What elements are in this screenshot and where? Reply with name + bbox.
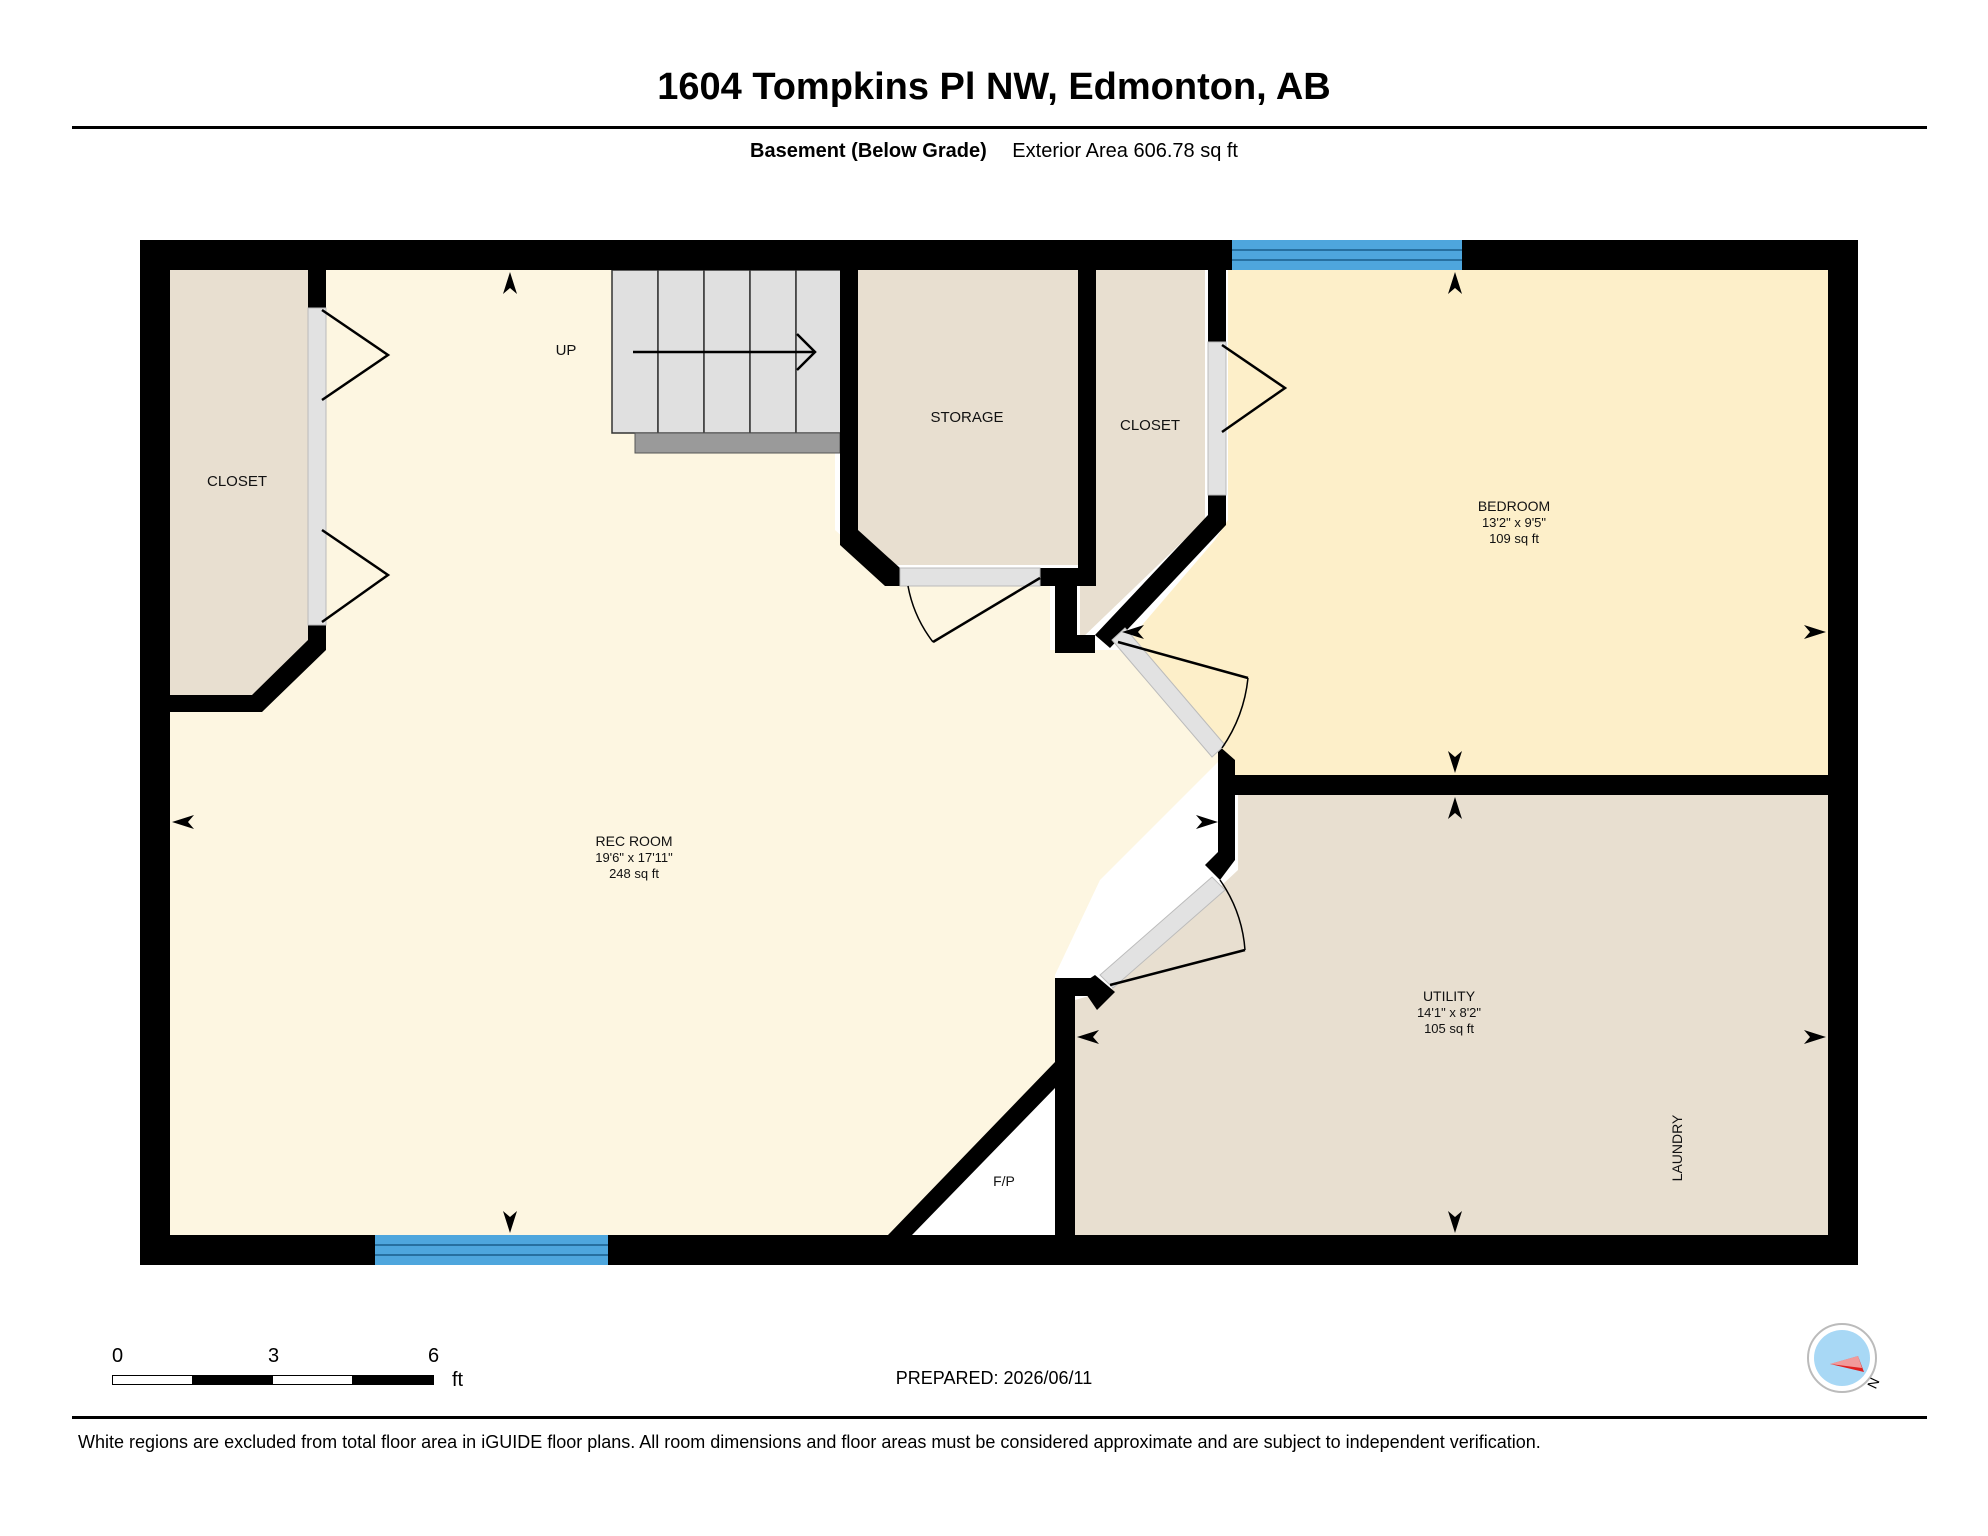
footer-rule <box>72 1416 1927 1419</box>
room-name-rec-room: REC ROOM <box>596 833 673 849</box>
wall-bedroom-utility <box>1225 775 1828 795</box>
scale-unit: ft <box>452 1369 464 1391</box>
window-top <box>1232 240 1462 270</box>
laundry-label: LAUNDRY <box>1669 1114 1685 1181</box>
utility-door-opening <box>1099 876 1226 989</box>
stairs <box>611 269 843 454</box>
page-title: 1604 Tompkins Pl NW, Edmonton, AB <box>657 66 1331 108</box>
mid-closet-door-track <box>1207 341 1227 496</box>
windows <box>375 240 1462 1265</box>
wall-outer-top <box>140 240 1858 270</box>
room-name-bedroom: BEDROOM <box>1478 498 1550 514</box>
bedroom-door-leaf <box>1117 640 1249 680</box>
room-fills <box>170 270 1828 1235</box>
wall-bedroom-angle <box>1095 495 1226 648</box>
utility-fill <box>1075 795 1828 1235</box>
doors <box>307 307 1288 989</box>
wall-storage-left <box>840 270 858 532</box>
storage-door-leaf <box>932 576 1041 644</box>
stair-arrowhead <box>796 333 817 371</box>
fireplace-label: F/P <box>993 1173 1015 1189</box>
exterior-area-label: Exterior Area 606.78 sq ft <box>1012 140 1238 162</box>
dim-arrow <box>1077 1030 1099 1044</box>
room-dims-rec-room: 19'6" x 17'11" <box>595 850 673 865</box>
wall-outer-right <box>1828 240 1858 1265</box>
compass-north-label: N <box>1864 1375 1883 1391</box>
wall-fireplace-angle <box>888 1062 1055 1235</box>
stairs-up-label: UP <box>556 342 577 359</box>
dim-arrow <box>1448 797 1462 819</box>
room-area-rec-room: 248 sq ft <box>609 866 659 881</box>
room-area-utility: 105 sq ft <box>1424 1021 1474 1036</box>
utility-door-leaf <box>1109 948 1246 987</box>
dim-arrow <box>503 272 517 294</box>
scale-tick-label: 0 <box>112 1345 124 1367</box>
bedroom-door-swing <box>1221 677 1249 749</box>
wall-closet-stub <box>1055 568 1077 653</box>
dim-arrow <box>503 1211 517 1233</box>
room-name-utility: UTILITY <box>1423 988 1476 1004</box>
dim-arrow <box>1448 1211 1462 1233</box>
dim-arrow <box>172 815 194 829</box>
dim-arrow <box>1448 272 1462 294</box>
floor-subtitle: Basement (Below Grade) Exterior Area 606… <box>0 140 1988 163</box>
dim-arrow <box>1448 751 1462 773</box>
room-labels: CLOSET UP STORAGE CLOSET BEDROOM 13'2" x… <box>207 342 1685 1189</box>
wall-outer-left <box>140 240 170 1265</box>
wall-left-closet <box>308 270 326 308</box>
mid-closet-fill <box>1080 270 1205 640</box>
prepared-date: PREPARED: 2026/06/11 <box>895 1368 1093 1388</box>
room-area-bedroom: 109 sq ft <box>1489 531 1539 546</box>
dim-arrow <box>1804 1030 1826 1044</box>
floor-level-label: Basement (Below Grade) <box>750 140 987 162</box>
dimension-markers <box>172 272 1826 1233</box>
bedroom-door-opening <box>1111 627 1226 758</box>
storage-door-swing <box>907 585 934 643</box>
wall-bedroom-left <box>1208 270 1226 342</box>
room-name-closet-mid: CLOSET <box>1120 417 1180 434</box>
stair-landing-rail <box>634 432 841 454</box>
bifold-door <box>1221 343 1288 434</box>
wall-utility-jog <box>1080 975 1115 1010</box>
window-bottom <box>375 1235 608 1265</box>
room-name-storage: STORAGE <box>930 409 1003 426</box>
scale-tick-label: 3 <box>268 1345 280 1367</box>
storage-fill <box>858 270 1078 565</box>
scale-bar: 0 3 6 ft <box>108 1345 468 1395</box>
dim-arrow <box>1804 625 1826 639</box>
wall-utility-left <box>1055 978 1075 1235</box>
room-name-closet-left: CLOSET <box>207 473 267 490</box>
scale-segment <box>352 1375 434 1385</box>
rec-room-fill <box>170 270 1220 1235</box>
wall-jog-upper <box>1205 745 1235 880</box>
left-closet-door-track <box>307 307 327 626</box>
bedroom-fill <box>1125 270 1828 775</box>
scale-tick-label: 6 <box>428 1345 440 1367</box>
room-dims-utility: 14'1" x 8'2" <box>1417 1005 1481 1020</box>
wall-closet-stub-bottom <box>1055 635 1095 653</box>
storage-door-opening <box>899 567 1041 587</box>
wall-storage-right <box>1078 270 1096 580</box>
left-closet-fill <box>170 270 308 695</box>
disclaimer-text: White regions are excluded from total fl… <box>78 1432 1541 1452</box>
dim-arrow <box>1196 815 1218 829</box>
compass-icon: N <box>1807 1323 1883 1393</box>
wall-storage-angle <box>840 530 900 586</box>
room-dims-bedroom: 13'2" x 9'5" <box>1482 515 1546 530</box>
bifold-door <box>321 308 391 402</box>
bifold-door <box>321 528 391 624</box>
title-rule <box>72 126 1927 129</box>
dim-arrow <box>1122 625 1144 639</box>
wall-left-closet-angle <box>170 640 326 712</box>
utility-door-swing <box>1219 879 1246 951</box>
